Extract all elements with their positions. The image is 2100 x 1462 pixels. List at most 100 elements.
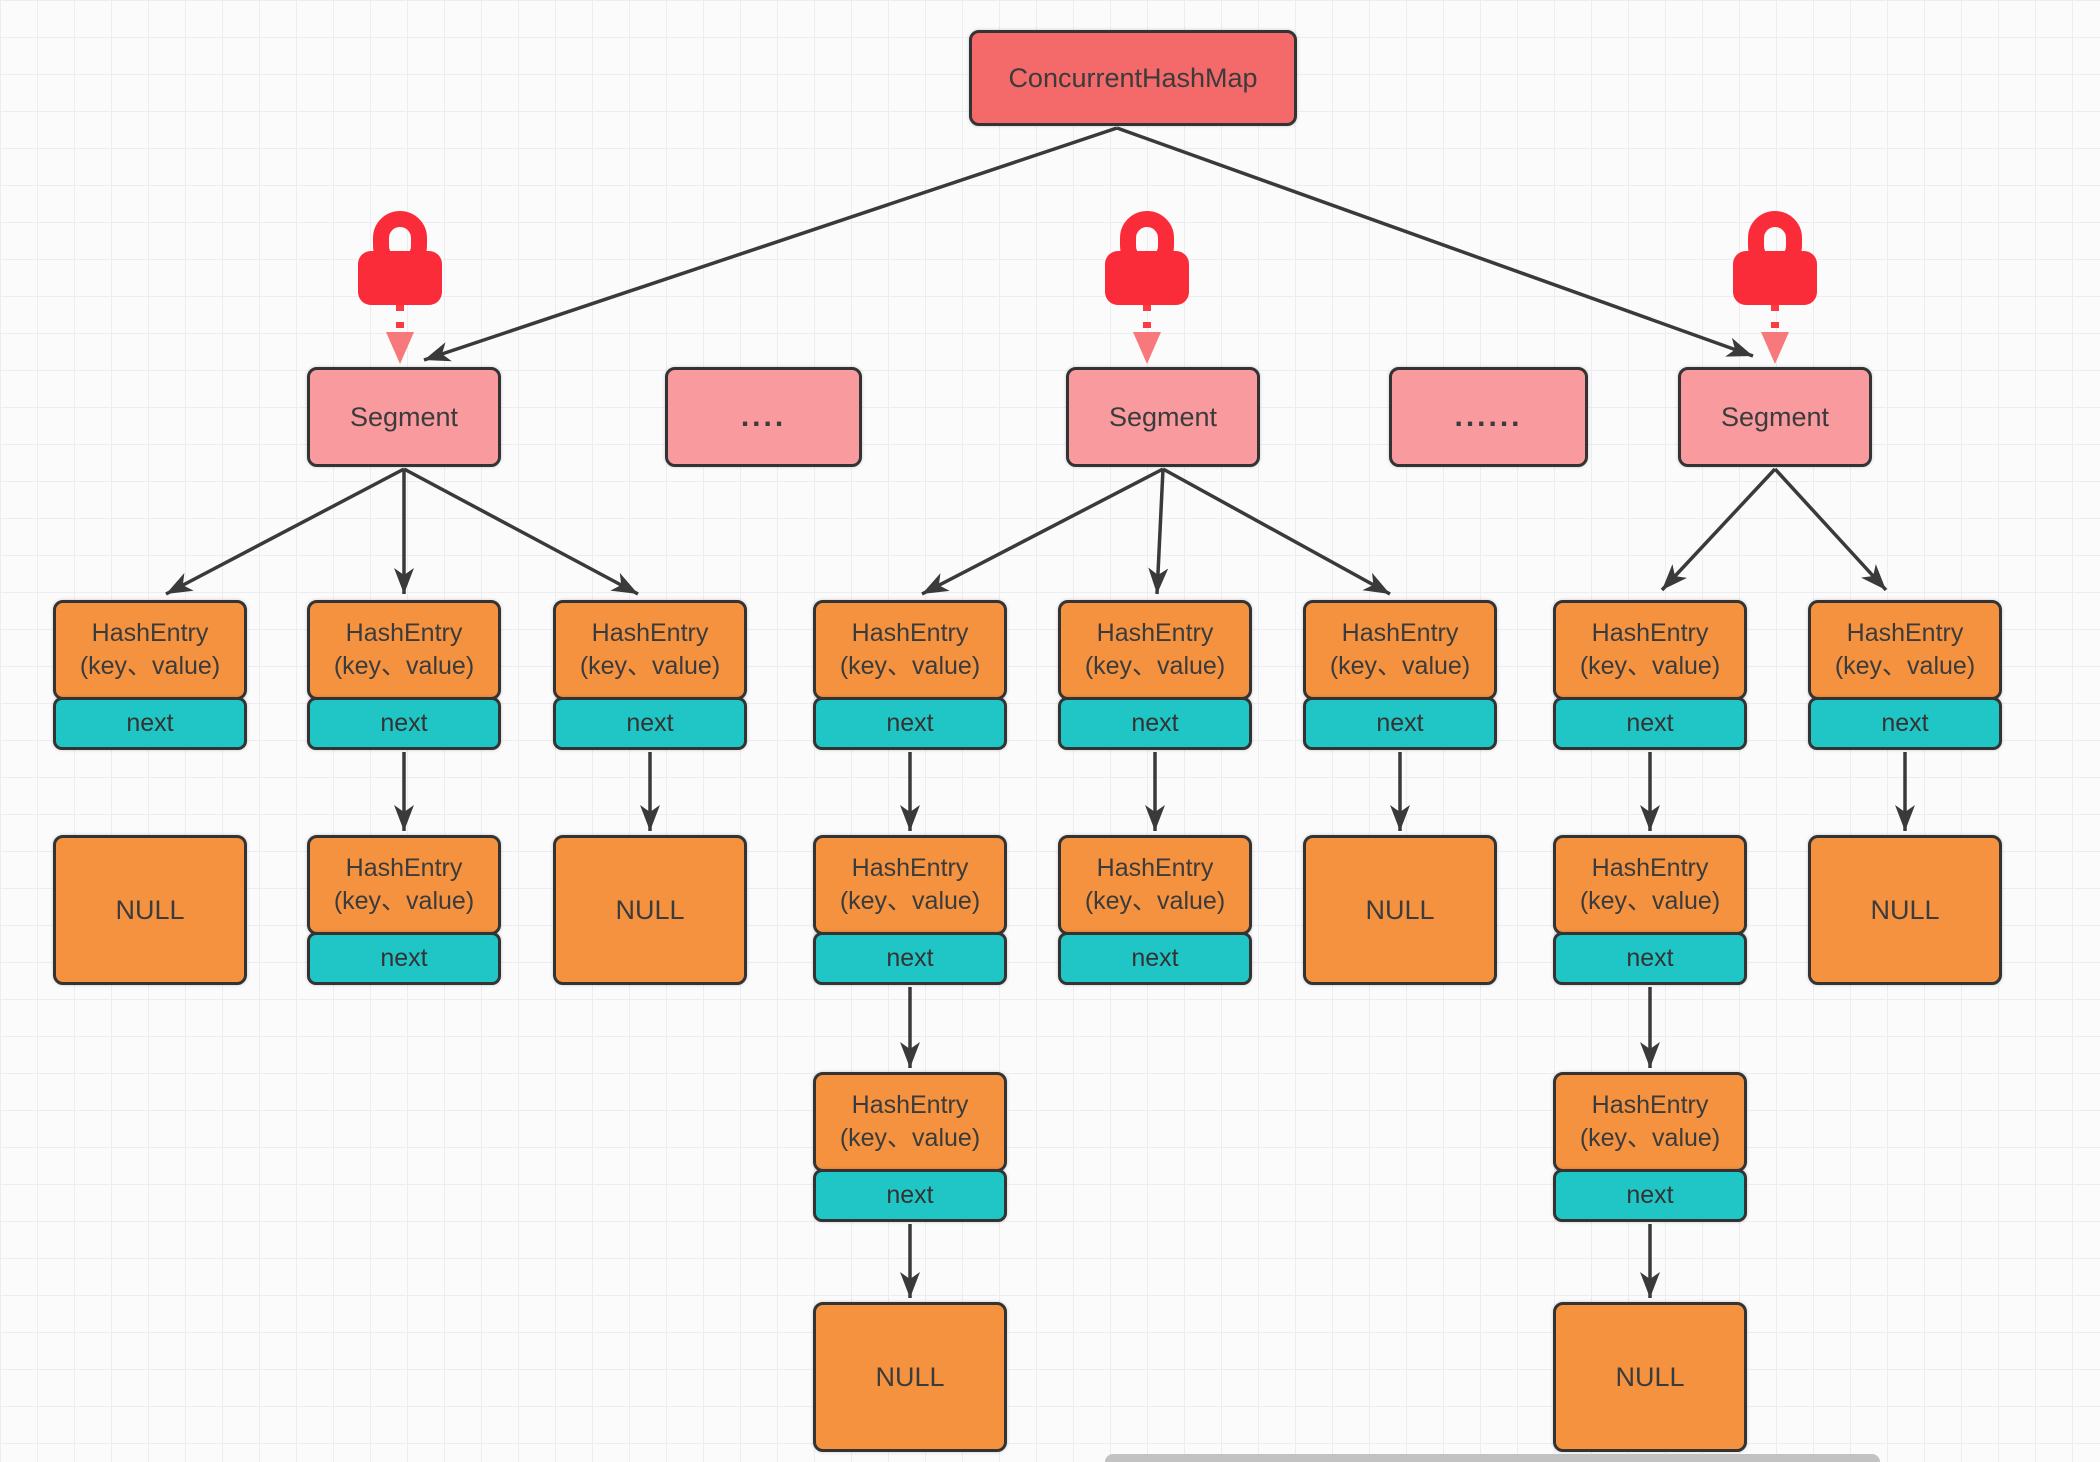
hashentry-node[interactable]: HashEntry (key、value) next [1303, 600, 1497, 750]
hashentry-body: HashEntry(key、value) [1808, 600, 2002, 700]
node-label: NULL [115, 894, 185, 925]
connector-arrow [1148, 468, 1169, 595]
next-slot[interactable]: next [307, 697, 501, 750]
padlock-glyph [1733, 211, 1817, 305]
hashentry-subtitle: (key、value) [333, 652, 475, 680]
horizontal-scrollbar-thumb[interactable] [1105, 1454, 1880, 1462]
connector-arrow [1162, 467, 1391, 596]
padlock-glyph [1105, 211, 1189, 305]
null-node[interactable]: NULL [813, 1302, 1007, 1452]
lock-arrowhead [1761, 332, 1789, 364]
next-slot[interactable]: next [1553, 697, 1747, 750]
hashentry-body: HashEntry(key、value) [1058, 600, 1252, 700]
hashentry-subtitle: (key、value) [1084, 887, 1226, 915]
hashentry-node[interactable]: HashEntry (key、value) next [1553, 835, 1747, 985]
lock-arrowhead [1133, 332, 1161, 364]
hashentry-subtitle: (key、value) [333, 887, 475, 915]
hashentry-node[interactable]: HashEntry(key、value)next [53, 600, 247, 750]
next-slot[interactable]: next [1808, 697, 2002, 750]
connector-arrow [1773, 467, 1888, 592]
padlock-glyph [358, 211, 442, 305]
lock-icon[interactable] [1730, 207, 1820, 307]
next-slot[interactable]: next [813, 932, 1007, 985]
hashentry-title: HashEntry [1846, 619, 1964, 647]
hashentry-title: HashEntry [1341, 619, 1459, 647]
null-node[interactable]: NULL [553, 835, 747, 985]
next-slot[interactable]: next [1553, 932, 1747, 985]
segment-node[interactable]: Segment [307, 367, 501, 467]
hashentry-body: HashEntry (key、value) [1553, 1072, 1747, 1172]
hashentry-node[interactable]: HashEntry(key、value)next [307, 600, 501, 750]
hashentry-title: HashEntry [851, 619, 969, 647]
hashentry-body: HashEntry(key、value) [813, 1072, 1007, 1172]
hashentry-body: HashEntry (key、value) [1303, 600, 1497, 700]
hashentry-body: HashEntry (key、value) [1058, 835, 1252, 935]
hashentry-body: HashEntry(key、value) [53, 600, 247, 700]
next-slot[interactable]: next [1553, 1169, 1747, 1222]
hashentry-node[interactable]: HashEntry(key、value)next [813, 1072, 1007, 1222]
hashentry-title: HashEntry [1096, 854, 1214, 882]
node-label: ...... [1454, 400, 1523, 433]
null-node[interactable]: NULL [53, 835, 247, 985]
hashentry-subtitle: (key、value) [79, 652, 221, 680]
node-label: .... [740, 400, 787, 433]
node-label: NULL [875, 1361, 945, 1392]
hashentry-node[interactable]: HashEntry (key、value) next [1553, 1072, 1747, 1222]
hashentry-subtitle: (key、value) [1579, 652, 1721, 680]
hashentry-node[interactable]: HashEntry (key、value) next [307, 835, 501, 985]
hashentry-node[interactable]: HashEntry(key、value)next [553, 600, 747, 750]
hashentry-node[interactable]: HashEntry (key、value) next [813, 835, 1007, 985]
segment-node[interactable]: Segment [1678, 367, 1872, 467]
hashentry-body: HashEntry(key、value) [553, 600, 747, 700]
hashentry-node[interactable]: HashEntry(key、value)next [1553, 600, 1747, 750]
connector-arrow [403, 467, 639, 596]
node-label: NULL [615, 894, 685, 925]
segment-ellipsis-node[interactable]: .... [665, 367, 862, 467]
node-label: NULL [1870, 894, 1940, 925]
connector-arrow [1660, 467, 1777, 592]
hashentry-node[interactable]: HashEntry (key、value) next [1058, 835, 1252, 985]
segment-ellipsis-node[interactable]: ...... [1389, 367, 1588, 467]
hashentry-title: HashEntry [1591, 1091, 1709, 1119]
node-label: ConcurrentHashMap [1008, 62, 1258, 93]
hashentry-body: HashEntry(key、value) [1553, 600, 1747, 700]
lock-icon[interactable] [1102, 207, 1192, 307]
hashentry-subtitle: (key、value) [1084, 652, 1226, 680]
next-slot[interactable]: next [1058, 932, 1252, 985]
next-slot[interactable]: next [813, 697, 1007, 750]
next-slot[interactable]: next [553, 697, 747, 750]
hashentry-title: HashEntry [345, 854, 463, 882]
lock-arrowhead [386, 332, 414, 364]
lock-icon[interactable] [355, 207, 445, 307]
hashentry-subtitle: (key、value) [1579, 887, 1721, 915]
hashentry-node[interactable]: HashEntry (key、value) next [813, 600, 1007, 750]
hashentry-title: HashEntry [1591, 854, 1709, 882]
hashentry-title: HashEntry [851, 854, 969, 882]
hashentry-node[interactable]: HashEntry(key、value)next [1808, 600, 2002, 750]
node-label: Segment [1108, 401, 1218, 432]
next-slot[interactable]: next [813, 1169, 1007, 1222]
hashentry-subtitle: (key、value) [839, 652, 981, 680]
null-node[interactable]: NULL [1303, 835, 1497, 985]
hashentry-subtitle: (key、value) [839, 887, 981, 915]
hashentry-node[interactable]: HashEntry(key、value)next [1058, 600, 1252, 750]
hashentry-subtitle: (key、value) [1329, 652, 1471, 680]
null-node[interactable]: NULL [1808, 835, 2002, 985]
concurrenthashmap-node[interactable]: ConcurrentHashMap [969, 30, 1297, 126]
hashentry-subtitle: (key、value) [579, 652, 721, 680]
hashentry-body: HashEntry (key、value) [307, 835, 501, 935]
next-slot[interactable]: next [53, 697, 247, 750]
next-slot[interactable]: next [1303, 697, 1497, 750]
connector-arrow [1116, 126, 1754, 358]
node-label: NULL [1615, 1361, 1685, 1392]
next-slot[interactable]: next [1058, 697, 1252, 750]
hashentry-body: HashEntry (key、value) [813, 835, 1007, 935]
next-slot[interactable]: next [307, 932, 501, 985]
node-label: Segment [349, 401, 459, 432]
null-node[interactable]: NULL [1553, 1302, 1747, 1452]
hashentry-subtitle: (key、value) [839, 1124, 981, 1152]
segment-node[interactable]: Segment [1066, 367, 1260, 467]
hashentry-subtitle: (key、value) [1579, 1124, 1721, 1152]
